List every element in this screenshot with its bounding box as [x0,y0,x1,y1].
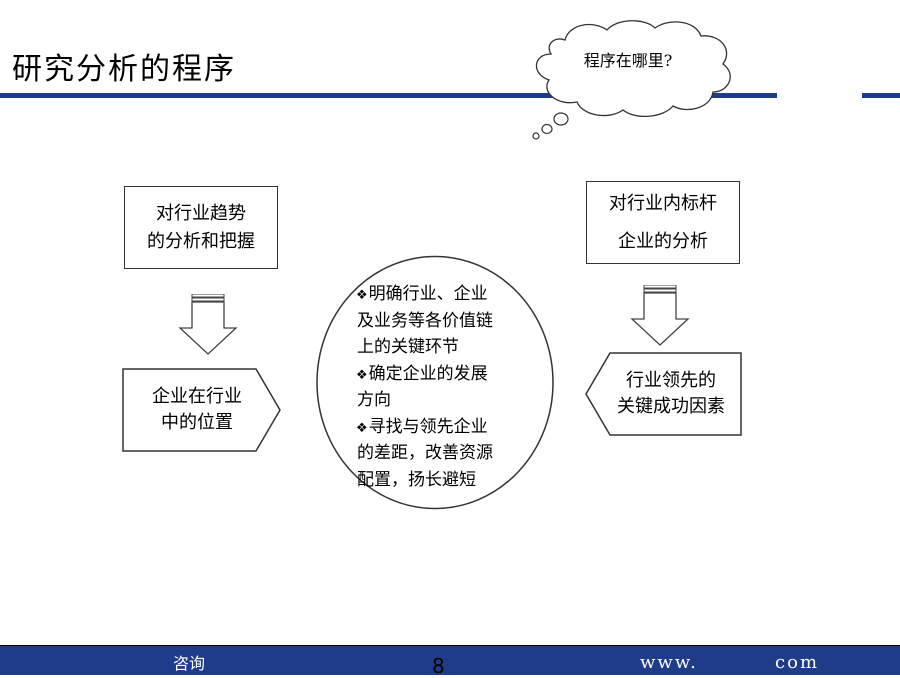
shape-company-position-line-2: 中的位置 [161,412,233,433]
ellipse-line: 上的关键环节 [357,337,459,357]
shape-success-factors-line-1: 行业领先的 [626,370,716,391]
shape-success-factors: 行业领先的 关键成功因素 [600,368,742,420]
ellipse-line: 方向 [357,390,391,410]
ellipse-line: ❖确定企业的发展 [356,363,488,384]
ellipse-line: 的差距，改善资源 [357,443,493,463]
shape-company-position: 企业在行业 中的位置 [122,384,272,436]
box-industry-trend-line-2: 的分析和把握 [147,230,255,252]
box-benchmark-line-1: 对行业内标杆 [609,192,717,214]
header-rule [0,93,777,98]
ellipse-line: ❖寻找与领先企业 [356,416,488,437]
header-rule-short [862,93,900,98]
thought-bubble-text: 程序在哪里? [583,51,673,70]
ellipse-line: 及业务等各价值链 [357,310,493,331]
box-industry-trend: 对行业趋势 的分析和把握 [124,186,278,269]
thought-bubble-icon [532,20,731,140]
pentagon-left-shape [585,352,742,436]
page-number: 8 [432,654,445,678]
box-benchmark-analysis: 对行业内标杆 企业的分析 [586,181,740,264]
down-arrow-icon [178,294,238,355]
footer-bar [0,645,900,675]
diamond-bullet-icon: ❖ [356,288,368,303]
center-ellipse [316,255,554,510]
ellipse-line: 配置，扬长避短 [357,469,476,490]
box-benchmark-line-2: 企业的分析 [618,230,708,252]
ellipse-text: ❖明确行业、企业 及业务等各价值链 上的关键环节 ❖确定企业的发展 方向 ❖寻找… [356,282,526,494]
diamond-bullet-icon: ❖ [356,420,368,436]
box-industry-trend-line-1: 对行业趋势 [156,202,246,224]
shape-company-position-line-1: 企业在行业 [152,386,242,407]
down-arrow-icon [630,285,690,346]
footer-company: 咨询 [173,654,206,673]
ellipse-line: ❖明确行业、企业 [356,284,488,304]
footer-website: www. com [640,652,820,673]
pentagon-right-shape [122,368,281,452]
shape-success-factors-line-2: 关键成功因素 [617,396,725,417]
slide-title: 研究分析的程序 [12,52,236,87]
diamond-bullet-icon: ❖ [356,367,368,383]
